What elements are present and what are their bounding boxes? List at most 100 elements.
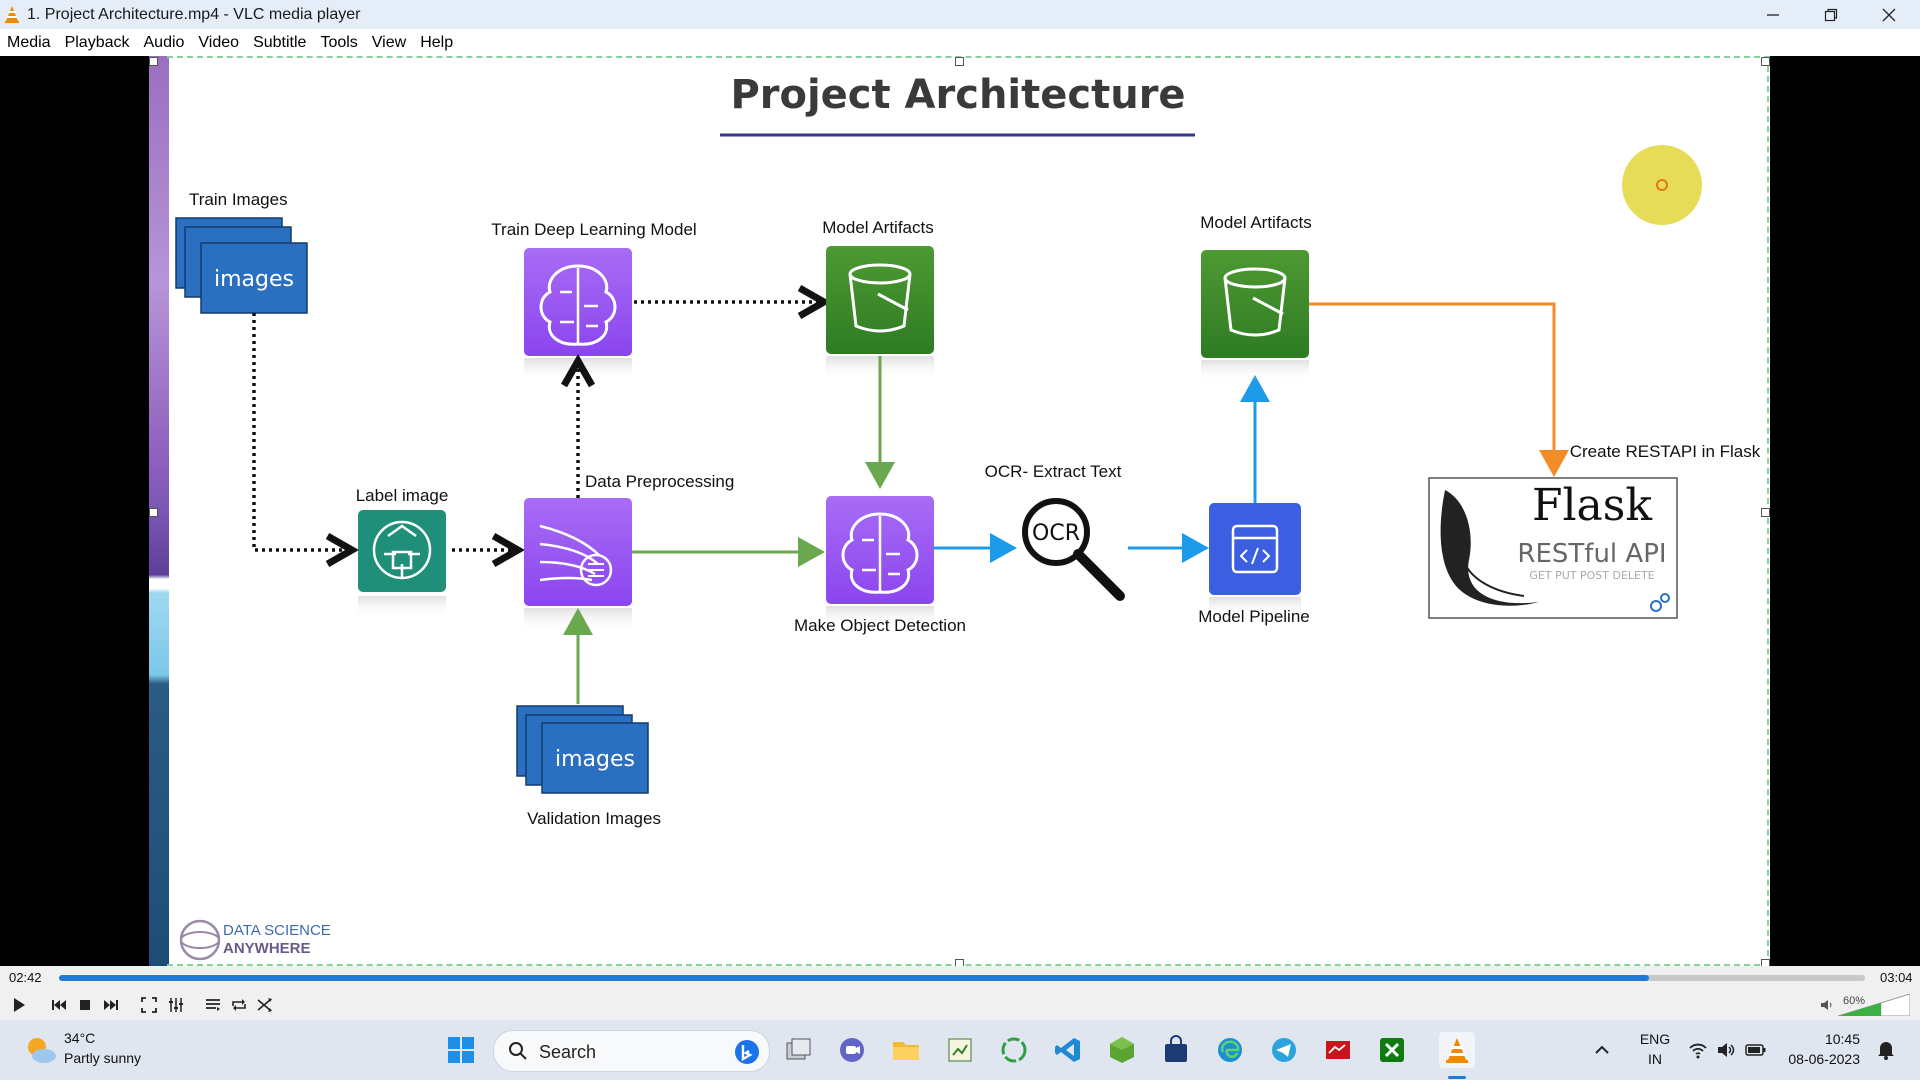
show-hidden-icons-button[interactable] xyxy=(1584,1032,1620,1068)
playlist-button[interactable] xyxy=(202,994,224,1016)
train-images-text: images xyxy=(214,267,294,292)
shuffle-button[interactable] xyxy=(254,994,276,1016)
playlist-icon xyxy=(206,999,220,1011)
menu-video[interactable]: Video xyxy=(198,34,240,51)
mute-button[interactable] xyxy=(1816,994,1838,1016)
menu-view[interactable]: View xyxy=(371,34,407,51)
clock-date[interactable]: 08-06-2023 xyxy=(1788,1051,1860,1067)
volume-tray-icon[interactable] xyxy=(1716,1040,1736,1060)
notification-bell-icon[interactable] xyxy=(1874,1038,1898,1062)
resize-handle xyxy=(149,57,158,66)
input-language[interactable]: ENG xyxy=(1639,1031,1671,1047)
extended-settings-button[interactable] xyxy=(165,994,187,1016)
edge-icon xyxy=(1218,1038,1242,1062)
edge-button[interactable] xyxy=(1212,1032,1248,1068)
vscode-button[interactable] xyxy=(1050,1032,1086,1068)
menu-audio[interactable]: Audio xyxy=(143,34,185,51)
taskbar: 34°C Partly sunny Search xyxy=(0,1020,1920,1080)
volume-slider[interactable] xyxy=(1838,994,1910,1016)
resize-handle xyxy=(1761,959,1770,966)
red-app-icon xyxy=(1326,1041,1350,1059)
task-view-button[interactable] xyxy=(780,1032,816,1068)
chevron-up-icon xyxy=(1595,1045,1609,1054)
previous-button[interactable] xyxy=(48,994,70,1016)
stop-button[interactable] xyxy=(74,994,96,1016)
speaker-icon xyxy=(1821,1000,1832,1010)
input-region: IN xyxy=(1648,1051,1662,1067)
app-button-store[interactable] xyxy=(1158,1032,1194,1068)
train-model-label: Train Deep Learning Model xyxy=(491,220,696,239)
restore-button[interactable] xyxy=(1802,0,1860,29)
app-button-spreadsheet[interactable] xyxy=(942,1032,978,1068)
menu-media[interactable]: Media xyxy=(7,34,51,51)
validation-images-stack: images xyxy=(516,705,649,794)
flask-methods: GET PUT POST DELETE xyxy=(1529,569,1654,582)
loop-button[interactable] xyxy=(228,994,250,1016)
train-images-stack: images xyxy=(175,217,308,314)
video-area[interactable]: Project Architecture Train Images images… xyxy=(0,56,1920,966)
selection-border-top xyxy=(167,56,1770,58)
store-bag-icon xyxy=(1165,1035,1187,1062)
model-artifacts-label-1: Model Artifacts xyxy=(822,218,934,237)
ocr-label: OCR- Extract Text xyxy=(985,462,1122,481)
play-button[interactable] xyxy=(8,994,30,1016)
clock-time[interactable]: 10:45 xyxy=(1824,1031,1860,1047)
previous-icon xyxy=(52,1000,66,1010)
fullscreen-button[interactable] xyxy=(138,994,160,1016)
menu-playback[interactable]: Playback xyxy=(64,34,130,51)
task-view-icon xyxy=(786,1038,811,1060)
stop-icon xyxy=(80,1000,90,1010)
vscode-icon xyxy=(1055,1038,1080,1062)
xbox-button[interactable] xyxy=(1374,1032,1410,1068)
bing-icon[interactable] xyxy=(734,1039,760,1065)
circular-app-icon xyxy=(1001,1037,1027,1063)
player-controls: 02:42 03:04 60% xyxy=(0,966,1920,1020)
app-button-refresh[interactable] xyxy=(996,1032,1032,1068)
resize-handle xyxy=(1761,57,1770,66)
play-icon xyxy=(14,998,25,1012)
label-image-icon xyxy=(358,510,446,618)
seek-bar[interactable] xyxy=(59,975,1865,981)
menu-bar: Media Playback Audio Video Subtitle Tool… xyxy=(0,29,1920,56)
teams-chat-button[interactable] xyxy=(834,1032,870,1068)
resize-handle xyxy=(955,57,964,66)
data-science-anywhere-logo: DATA SCIENCE ANYWHERE xyxy=(179,919,331,961)
make-detection-label: Make Object Detection xyxy=(794,616,966,635)
minimize-button[interactable] xyxy=(1744,0,1802,29)
create-restapi-label: Create RESTAPI in Flask xyxy=(1570,442,1761,461)
file-explorer-button[interactable] xyxy=(888,1032,924,1068)
equalizer-icon xyxy=(169,998,183,1012)
app-button-cube[interactable] xyxy=(1104,1032,1140,1068)
close-button[interactable] xyxy=(1860,0,1918,29)
next-button[interactable] xyxy=(100,994,122,1016)
start-button[interactable] xyxy=(443,1032,479,1068)
menu-tools[interactable]: Tools xyxy=(320,34,358,51)
windows-logo-icon xyxy=(448,1037,474,1063)
battery-icon[interactable] xyxy=(1745,1041,1767,1059)
wifi-icon[interactable] xyxy=(1688,1040,1708,1060)
menu-help[interactable]: Help xyxy=(420,34,454,51)
object-detection-brain-icon xyxy=(826,496,934,628)
weather-temperature: 34°C xyxy=(64,1030,96,1046)
fullscreen-icon xyxy=(141,997,157,1013)
cube-app-icon xyxy=(1110,1037,1134,1063)
vlc-taskbar-button[interactable] xyxy=(1439,1032,1475,1068)
telegram-button[interactable] xyxy=(1266,1032,1302,1068)
train-model-brain-icon xyxy=(524,248,632,382)
resize-handle xyxy=(955,959,964,966)
taskbar-search[interactable]: Search xyxy=(493,1030,770,1072)
resize-handle xyxy=(1761,508,1770,517)
flask-title: Flask xyxy=(1532,480,1652,531)
left-color-strip xyxy=(149,56,169,966)
selection-border-bottom xyxy=(167,964,1770,966)
menu-subtitle[interactable]: Subtitle xyxy=(253,34,307,51)
telegram-icon xyxy=(1272,1038,1296,1062)
data-preprocessing-label: Data Preprocessing xyxy=(585,472,734,491)
total-time: 03:04 xyxy=(1880,970,1913,985)
seek-bar-progress xyxy=(59,975,1649,981)
weather-icon[interactable] xyxy=(22,1032,58,1068)
brand-line-2: ANYWHERE xyxy=(223,940,311,957)
minimize-icon xyxy=(1767,13,1779,16)
app-button-red[interactable] xyxy=(1320,1032,1356,1068)
ocr-lens-text: OCR xyxy=(1032,521,1080,546)
